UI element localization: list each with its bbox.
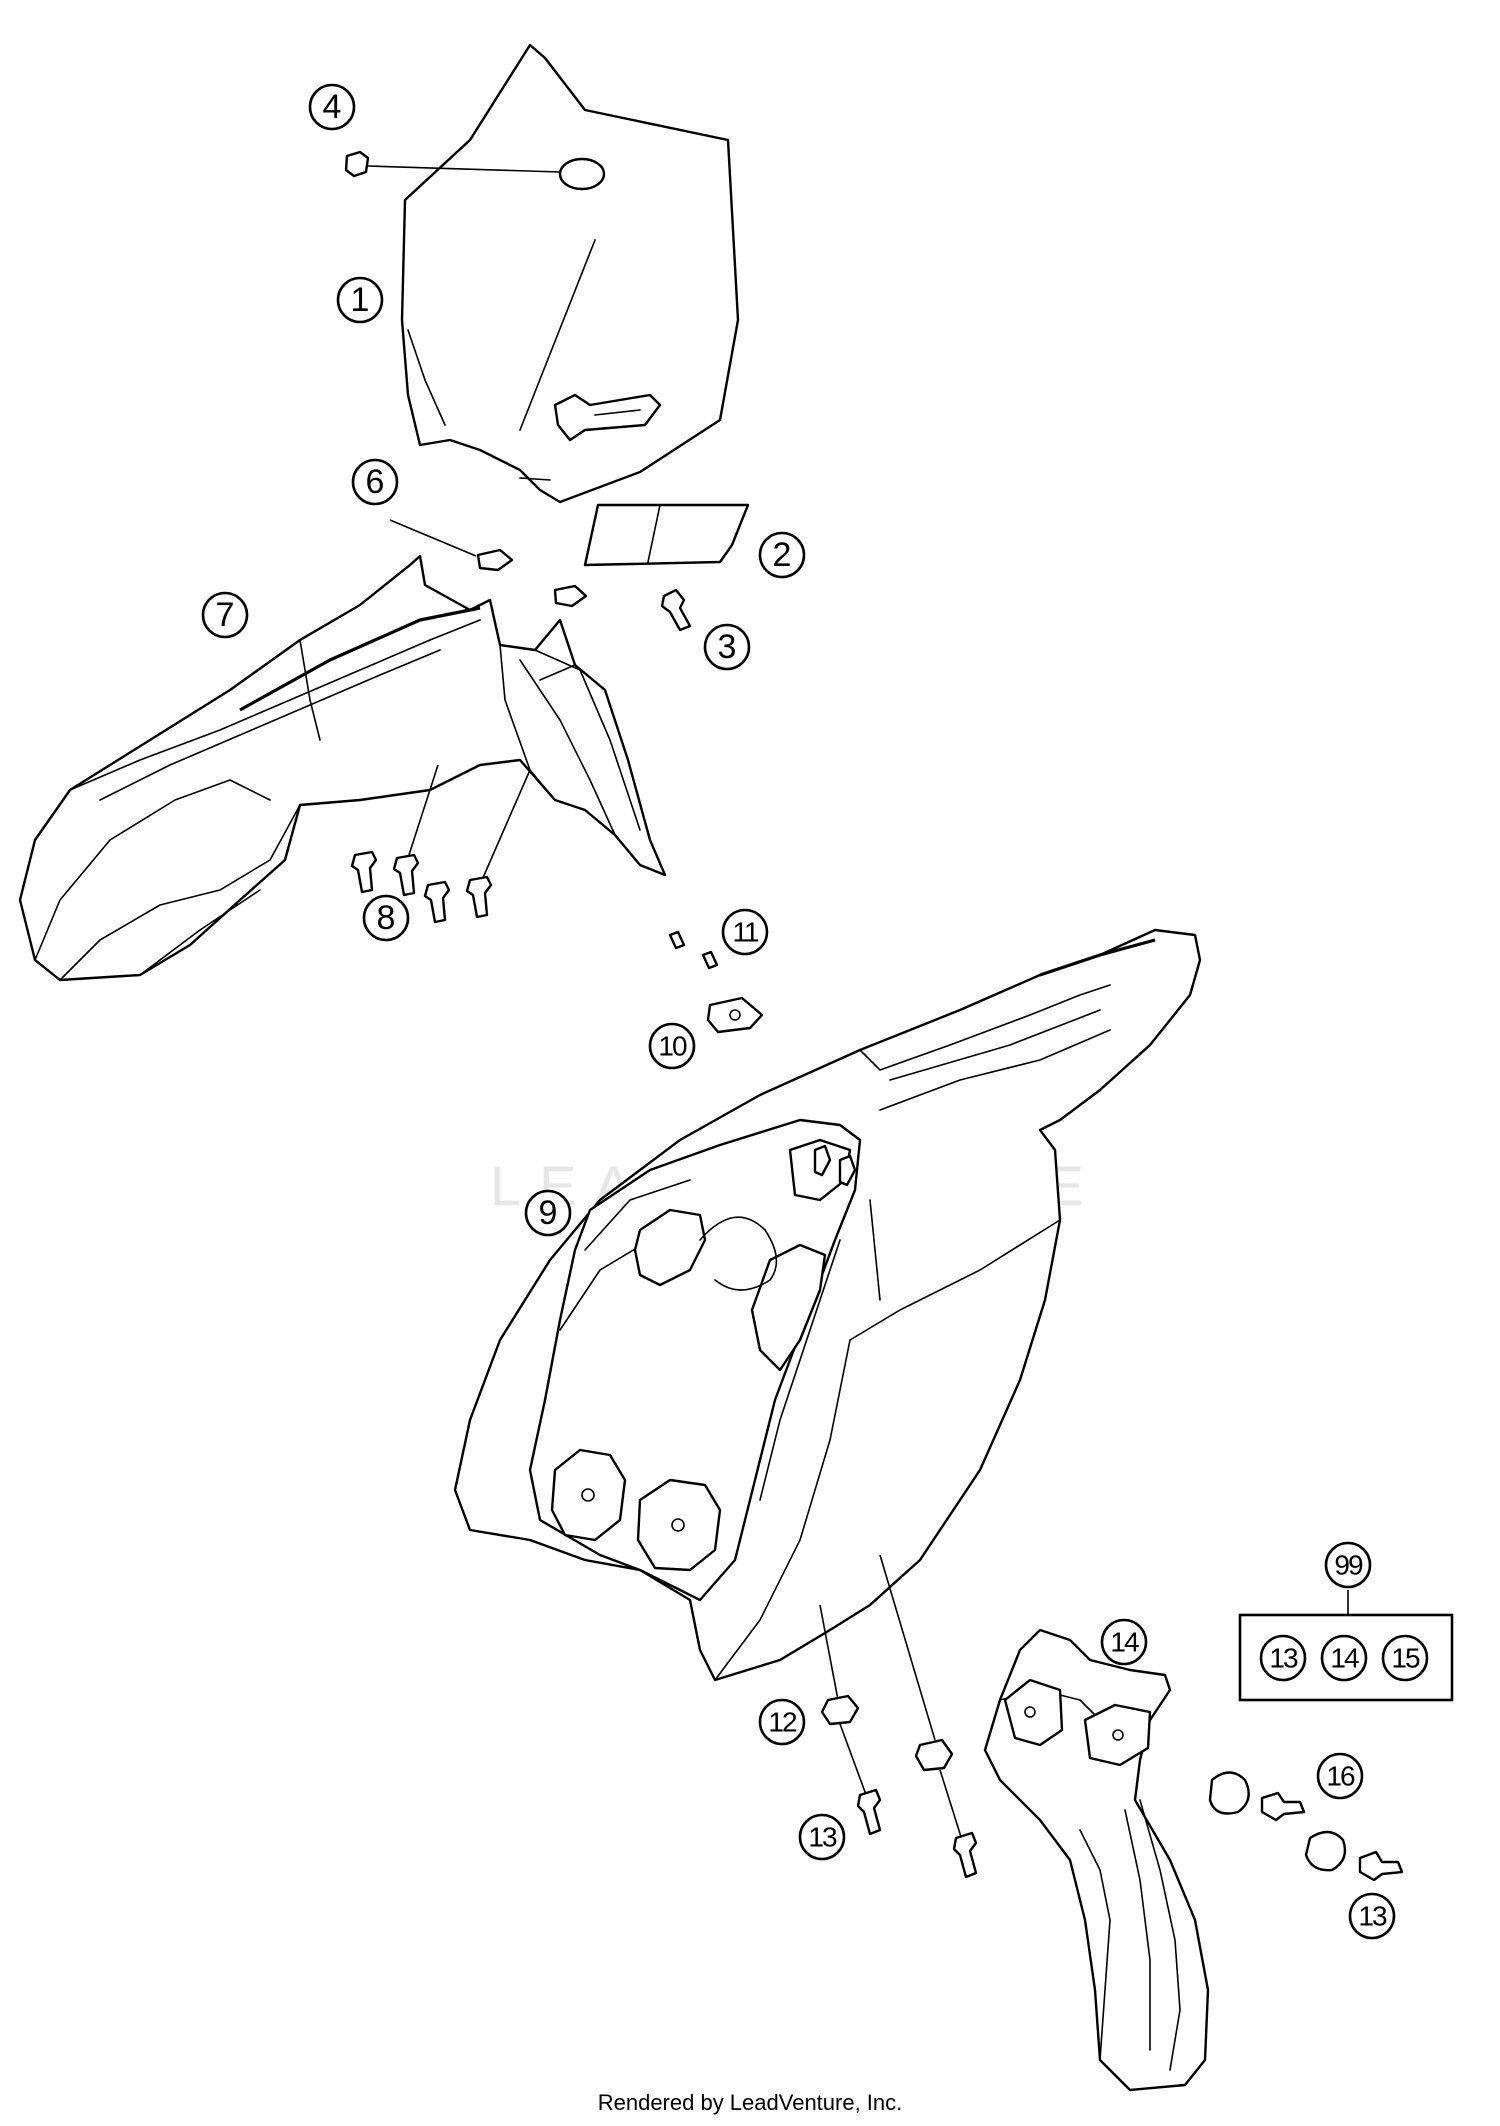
rear-fender[interactable] xyxy=(453,928,1202,1682)
callout-16[interactable]: 16 xyxy=(1316,1752,1364,1800)
callout-2[interactable]: 2 xyxy=(758,531,806,579)
seat-bracket[interactable] xyxy=(706,996,764,1034)
number-plate[interactable] xyxy=(400,43,740,504)
svg-text:11: 11 xyxy=(732,917,758,948)
svg-text:13: 13 xyxy=(808,1822,837,1853)
svg-text:9: 9 xyxy=(539,1194,558,1232)
fender-clips[interactable] xyxy=(389,519,588,608)
svg-text:14: 14 xyxy=(1330,1643,1359,1674)
plate-fastener[interactable] xyxy=(344,150,561,178)
rear-fender-fasteners[interactable] xyxy=(819,1554,978,1879)
svg-text:2: 2 xyxy=(773,536,792,574)
svg-text:16: 16 xyxy=(1326,1761,1355,1792)
callout-8[interactable]: 8 xyxy=(362,894,410,942)
number-plate-screws[interactable] xyxy=(668,930,719,970)
callout-14[interactable]: 14 xyxy=(1100,1618,1148,1666)
svg-text:13: 13 xyxy=(1358,1901,1387,1932)
svg-text:4: 4 xyxy=(323,88,342,126)
callout-12[interactable]: 12 xyxy=(758,1698,806,1746)
svg-text:6: 6 xyxy=(366,463,385,501)
plate-screw[interactable] xyxy=(660,588,692,632)
svg-text:14: 14 xyxy=(1110,1627,1139,1658)
svg-text:12: 12 xyxy=(768,1707,797,1738)
plate-decal[interactable] xyxy=(583,503,750,567)
kit-item-13[interactable]: 13 xyxy=(1259,1634,1307,1682)
svg-text:15: 15 xyxy=(1391,1643,1420,1674)
svg-text:3: 3 xyxy=(718,628,737,666)
callout-7[interactable]: 7 xyxy=(201,591,249,639)
svg-text:13: 13 xyxy=(1269,1643,1298,1674)
callout-99[interactable]: 99 xyxy=(1324,1541,1372,1589)
svg-text:8: 8 xyxy=(377,899,396,937)
footer-credit: Rendered by LeadVenture, Inc. xyxy=(598,2090,903,2115)
callout-10[interactable]: 10 xyxy=(648,1022,696,1070)
callout-11[interactable]: 11 xyxy=(721,908,769,956)
svg-text:99: 99 xyxy=(1334,1550,1363,1581)
svg-text:1: 1 xyxy=(351,281,370,319)
mud-flap[interactable] xyxy=(983,1628,1210,2092)
kit-item-14[interactable]: 14 xyxy=(1320,1634,1368,1682)
fender-bolts[interactable] xyxy=(350,764,531,924)
callout-13-right[interactable]: 13 xyxy=(1348,1892,1396,1940)
kit-item-15[interactable]: 15 xyxy=(1381,1634,1429,1682)
mud-flap-fasteners[interactable] xyxy=(1208,1771,1404,1882)
callout-1[interactable]: 1 xyxy=(336,276,384,324)
callout-3[interactable]: 3 xyxy=(703,623,751,671)
svg-text:7: 7 xyxy=(216,596,235,634)
callout-9[interactable]: 9 xyxy=(524,1189,572,1237)
front-fender[interactable] xyxy=(18,554,667,982)
callout-13-left[interactable]: 13 xyxy=(798,1813,846,1861)
svg-text:10: 10 xyxy=(658,1031,687,1062)
callout-4[interactable]: 4 xyxy=(308,83,356,131)
callout-6[interactable]: 6 xyxy=(351,458,399,506)
